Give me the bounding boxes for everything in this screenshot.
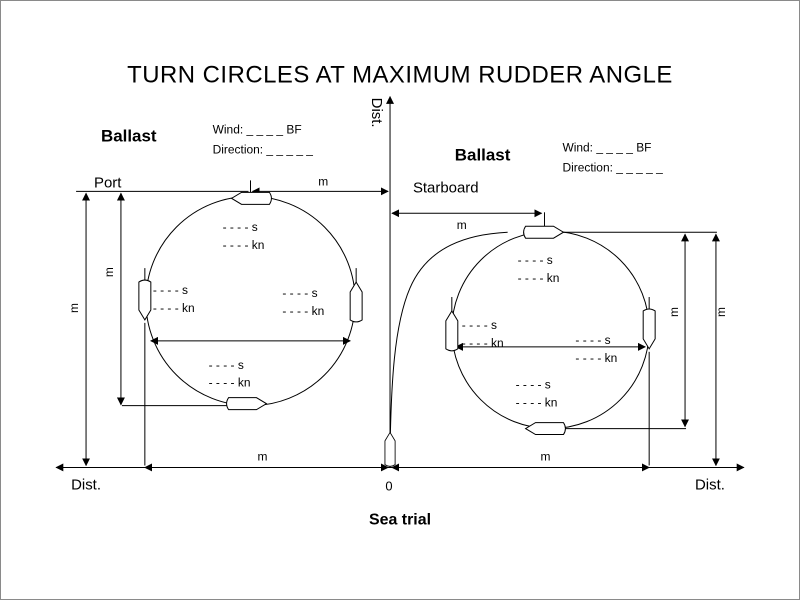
ship-icon-starboard-south	[525, 422, 566, 436]
m-dimension-label: m	[318, 174, 328, 188]
m-vertical-dimension-label: m	[102, 267, 116, 277]
starboard-wind-field: Wind: _ _ _ _ BF	[562, 140, 651, 154]
speed-knots-label: - - - - kn	[575, 351, 617, 365]
diagram-title: TURN CIRCLES AT MAXIMUM RUDDER ANGLE	[127, 62, 673, 89]
speed-knots-label: - - - - kn	[282, 304, 324, 318]
m-vertical-dimension-label: m	[67, 303, 81, 313]
dist-axis-label-left: Dist.	[71, 476, 101, 493]
speed-knots-label: - - - - kn	[223, 238, 265, 252]
starboard-direction-field: Direction: _ _ _ _ _	[562, 160, 663, 174]
speed-knots-label: - - - - kn	[209, 376, 251, 390]
ship-icon-starboard-east	[642, 308, 656, 350]
ship-icon-port-east	[349, 281, 363, 323]
port-side-label: Port	[94, 174, 122, 191]
port-wind-field: Wind: _ _ _ _ BF	[213, 123, 302, 137]
ship-icon-port-north	[231, 191, 272, 205]
m-dimension-label: m	[541, 449, 551, 463]
starboard-ballast-label: Ballast	[455, 145, 511, 164]
ship-icon-starboard-north	[523, 225, 564, 239]
speed-seconds-label: - - - - s	[575, 333, 610, 347]
speed-seconds-label: - - - - s	[209, 358, 244, 372]
speed-seconds-label: - - - - s	[282, 286, 317, 300]
sea-trial-label: Sea trial	[369, 511, 431, 528]
speed-knots-label: - - - - kn	[516, 396, 558, 410]
speed-knots-label: - - - - kn	[153, 301, 195, 315]
starboard-side-label: Starboard	[413, 179, 479, 196]
origin-zero-label: 0	[385, 478, 392, 493]
speed-seconds-label: - - - - s	[516, 378, 551, 392]
speed-knots-label: - - - - kn	[462, 336, 504, 350]
ship-icon-port-south	[226, 397, 267, 411]
dist-axis-label-right: Dist.	[695, 476, 725, 493]
speed-seconds-label: - - - - s	[223, 220, 258, 234]
dist-axis-label-vertical: Dist.	[368, 98, 385, 128]
port-ballast-label: Ballast	[101, 127, 157, 146]
m-vertical-dimension-label: m	[714, 307, 728, 317]
ship-icon-starboard-west	[445, 310, 459, 352]
speed-seconds-label: - - - - s	[518, 253, 553, 267]
trajectory-curve	[389, 231, 508, 452]
speed-knots-label: - - - - kn	[518, 271, 560, 285]
m-dimension-label: m	[457, 218, 467, 232]
port-direction-field: Direction: _ _ _ _ _	[213, 142, 314, 156]
speed-seconds-label: - - - - s	[462, 318, 497, 332]
m-vertical-dimension-label: m	[667, 307, 681, 317]
ship-icon-port-west	[138, 279, 152, 321]
ship-icon-origin	[384, 431, 396, 467]
speed-seconds-label: - - - - s	[153, 283, 188, 297]
m-dimension-label: m	[257, 449, 267, 463]
